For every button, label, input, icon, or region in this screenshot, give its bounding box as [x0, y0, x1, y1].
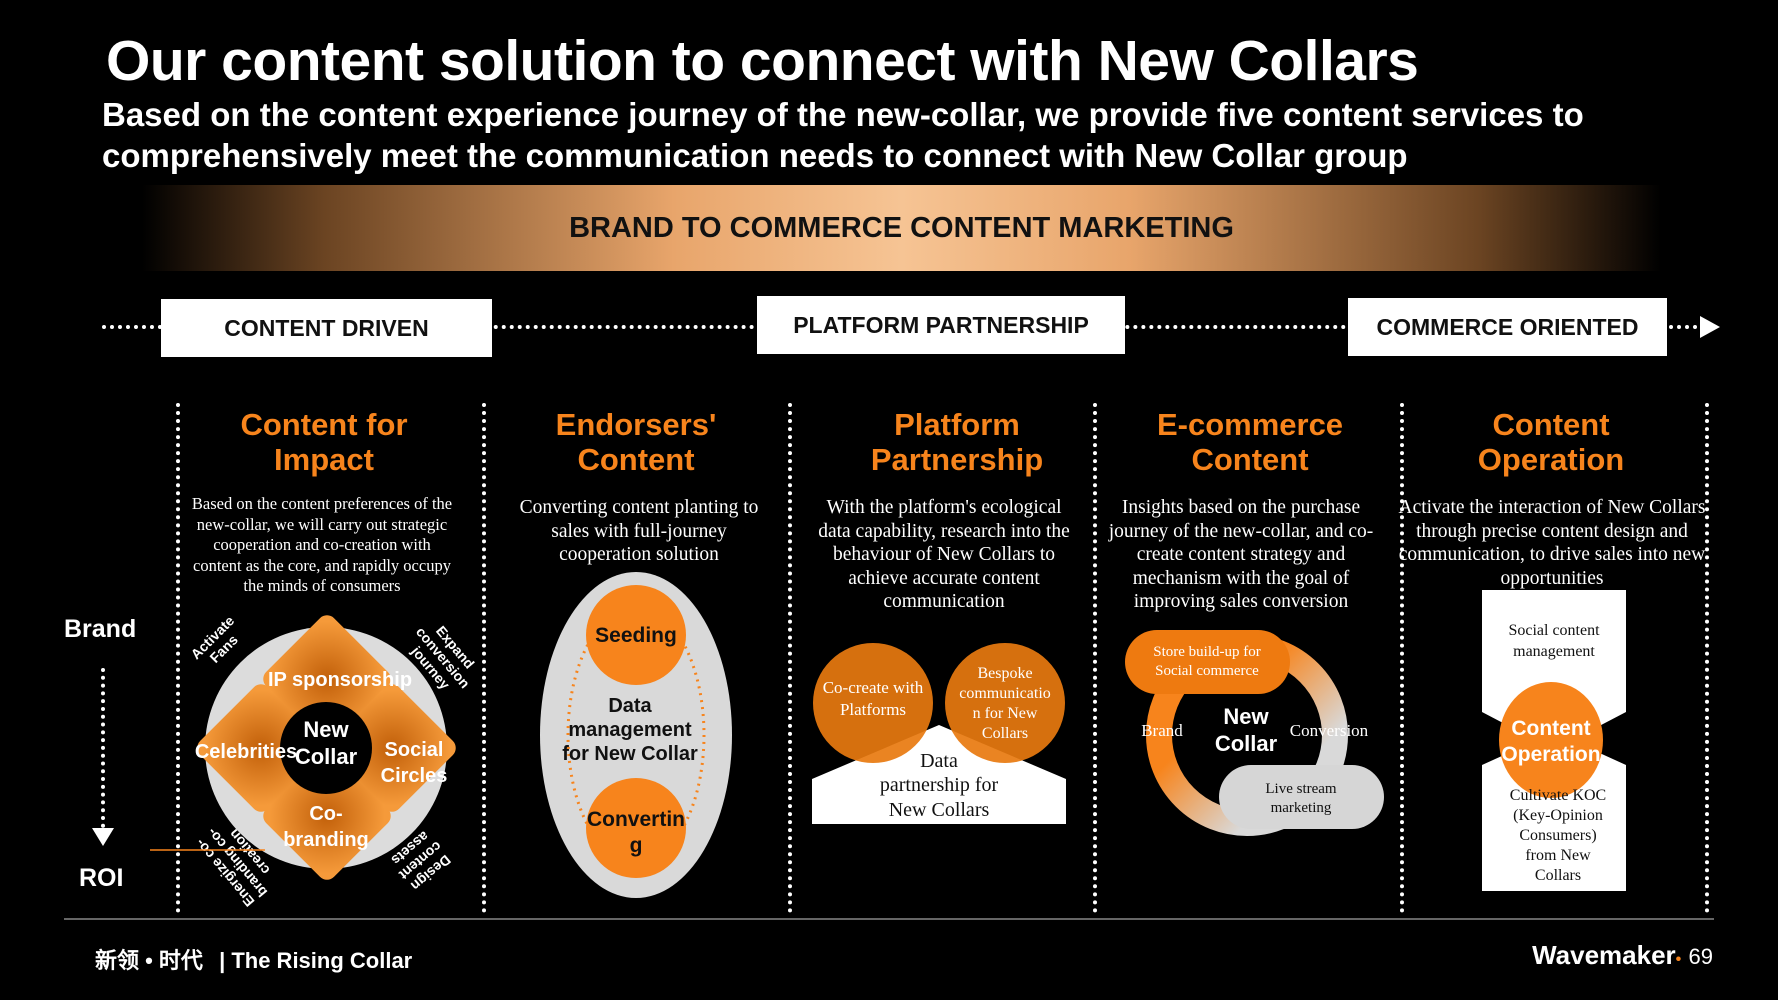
- svg-text:Data: Data: [608, 695, 652, 717]
- segment-top: [263, 615, 391, 743]
- banner-label: BRAND TO COMMERCE CONTENT MARKETING: [569, 211, 1234, 244]
- svg-text:Co-: Co-: [309, 803, 342, 825]
- svg-text:for New Collar: for New Collar: [562, 743, 698, 765]
- svg-text:Bespoke: Bespoke: [977, 665, 1032, 682]
- column-heading: Endorsers'Content: [555, 407, 717, 477]
- svg-text:branding: branding: [283, 829, 369, 851]
- axis-roi-label: ROI: [79, 864, 124, 892]
- svg-text:Consumers): Consumers): [1519, 827, 1596, 844]
- footer-series-title: | The Rising Collar: [219, 948, 413, 973]
- footer-divider: [64, 918, 1714, 920]
- arrow-down-icon: [92, 828, 114, 846]
- endorser-diagram: Seeding Data management for New Collar C…: [540, 572, 732, 898]
- svg-text:Collars: Collars: [1535, 867, 1581, 884]
- svg-text:Content: Content: [1511, 717, 1590, 740]
- svg-text:Brand: Brand: [1141, 721, 1183, 740]
- svg-text:Collars: Collars: [982, 725, 1028, 742]
- segment-bottom: [263, 752, 391, 880]
- page-subtitle: Based on the content experience journey …: [102, 96, 1584, 174]
- arrow-right-icon: [1700, 316, 1720, 338]
- svg-text:g: g: [630, 834, 643, 857]
- svg-text:n for New: n for New: [973, 705, 1038, 722]
- wavemaker-logo: Wavemaker: [1532, 940, 1676, 970]
- svg-text:marketing: marketing: [1271, 800, 1332, 816]
- svg-text:(Key-Opinion: (Key-Opinion: [1513, 807, 1603, 824]
- platform-diagram: Co-create with Platforms Bespoke communi…: [812, 643, 1066, 824]
- svg-text:Social commerce: Social commerce: [1155, 663, 1259, 679]
- svg-text:partnership for: partnership for: [880, 774, 999, 796]
- seeding-circle: [586, 585, 686, 685]
- svg-text:Live stream: Live stream: [1265, 781, 1337, 797]
- column-description: Activate the interaction of New Collars …: [1398, 497, 1706, 589]
- svg-text:Social content: Social content: [1508, 622, 1600, 639]
- axis-brand-label: Brand: [64, 615, 137, 643]
- svg-text:Collar: Collar: [1215, 731, 1278, 756]
- svg-text:communicatio: communicatio: [959, 685, 1051, 702]
- svg-text:Co-create with: Co-create with: [823, 678, 924, 697]
- footer-series: 新领 • 时代 | The Rising Collar: [95, 943, 412, 975]
- column-description: Insights based on the purchase journey o…: [1108, 497, 1374, 612]
- svg-text:Social: Social: [385, 739, 444, 761]
- footer-cn-title: 新领 • 时代: [95, 948, 203, 973]
- lifebuoy-diagram: New Collar IP sponsorship Celebrities So…: [150, 612, 478, 910]
- svg-text:Data: Data: [920, 750, 958, 772]
- column-description: With the platform's ecological data capa…: [818, 497, 1070, 612]
- divider: [482, 403, 486, 913]
- divider: [1705, 403, 1709, 913]
- svg-text:Store build-up for: Store build-up for: [1153, 644, 1260, 660]
- svg-text:Circles: Circles: [381, 765, 448, 787]
- stage-content-driven: CONTENT DRIVEN: [161, 299, 492, 357]
- divider: [176, 403, 180, 913]
- store-pill: [1125, 630, 1290, 694]
- svg-text:Platforms: Platforms: [840, 700, 906, 719]
- axis-line: [101, 668, 105, 828]
- svg-text:from New: from New: [1525, 847, 1591, 864]
- divider: [788, 403, 792, 913]
- svg-text:management: management: [1513, 643, 1595, 660]
- banner: BRAND TO COMMERCE CONTENT MARKETING: [142, 185, 1661, 271]
- ecommerce-diagram: Store build-up for Social commerce New C…: [1125, 630, 1384, 836]
- svg-text:Collar: Collar: [295, 744, 358, 769]
- divider: [1093, 403, 1097, 913]
- divider: [1400, 403, 1404, 913]
- livestream-pill: [1219, 765, 1384, 829]
- svg-text:IP sponsorship: IP sponsorship: [268, 669, 412, 691]
- svg-text:Conversion: Conversion: [1290, 721, 1369, 740]
- stage-commerce-oriented: COMMERCE ORIENTED: [1348, 298, 1667, 356]
- svg-text:Operation: Operation: [1501, 743, 1600, 766]
- svg-text:New: New: [1223, 704, 1269, 729]
- svg-text:Seeding: Seeding: [595, 624, 677, 647]
- stage-platform-partnership: PLATFORM PARTNERSHIP: [757, 296, 1125, 354]
- svg-text:Convertin: Convertin: [587, 808, 685, 831]
- svg-text:management: management: [568, 719, 692, 741]
- column-description: Based on the content preferences of the …: [191, 494, 453, 595]
- svg-text:New Collars: New Collars: [889, 799, 990, 821]
- svg-text:New: New: [303, 717, 349, 742]
- column-description: Converting content planting to sales wit…: [519, 497, 759, 565]
- svg-text:Cultivate KOC: Cultivate KOC: [1510, 787, 1606, 804]
- operation-diagram: Social content management Cultivate KOC …: [1482, 590, 1626, 891]
- svg-text:Celebrities: Celebrities: [195, 741, 297, 763]
- footer-brand: Wavemaker• 69: [1532, 940, 1713, 970]
- segment-right: [328, 684, 456, 812]
- page-title: Our content solution to connect with New…: [106, 29, 1419, 93]
- converting-circle: [586, 778, 686, 878]
- page-number: 69: [1688, 944, 1713, 969]
